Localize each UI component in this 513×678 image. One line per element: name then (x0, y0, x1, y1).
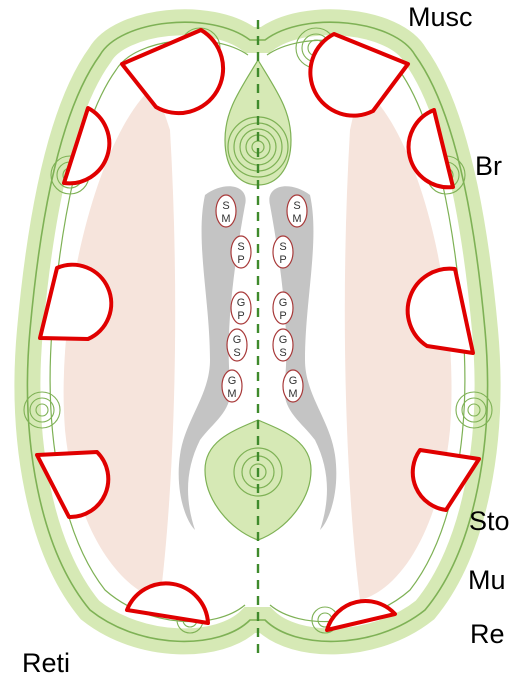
nucleus-right-3-bottom: P (279, 310, 286, 322)
cortex-diagram: S M S P G P G S G M S M S P G P G S G M (0, 0, 513, 664)
nucleus-right-3-top: G (279, 297, 288, 309)
nucleus-left-3-bottom: P (237, 310, 244, 322)
nucleus-left-5-top: G (228, 375, 237, 387)
nucleus-left-1-top: S (222, 200, 229, 212)
label-lower-right-2: Mu (468, 567, 506, 594)
nucleus-left-1-bottom: M (221, 213, 230, 225)
marker-left-3 (40, 265, 111, 339)
label-top-right: Musc (408, 4, 473, 31)
nucleus-right-4-top: G (279, 334, 288, 346)
nucleus-left-5-bottom: M (227, 388, 236, 400)
nucleus-left-3-top: G (237, 297, 246, 309)
nucleus-right-2-bottom: P (279, 254, 286, 266)
label-lower-right-1: Sto (469, 508, 510, 535)
marker-right-3 (408, 269, 473, 353)
nucleus-left-4-top: G (233, 334, 242, 346)
nucleus-right-5-bottom: M (288, 388, 297, 400)
nucleus-right-1-bottom: M (292, 213, 301, 225)
label-lower-right-3: Re (470, 621, 505, 648)
nucleus-right-2-top: S (279, 241, 286, 253)
label-upper-right: Br (475, 153, 502, 180)
nucleus-right-1-top: S (293, 200, 300, 212)
nucleus-left-2-bottom: P (237, 254, 244, 266)
nucleus-left-2-top: S (237, 241, 244, 253)
nucleus-left-4-bottom: S (233, 347, 240, 359)
nucleus-right-4-bottom: S (279, 347, 286, 359)
nucleus-right-5-top: G (289, 375, 298, 387)
